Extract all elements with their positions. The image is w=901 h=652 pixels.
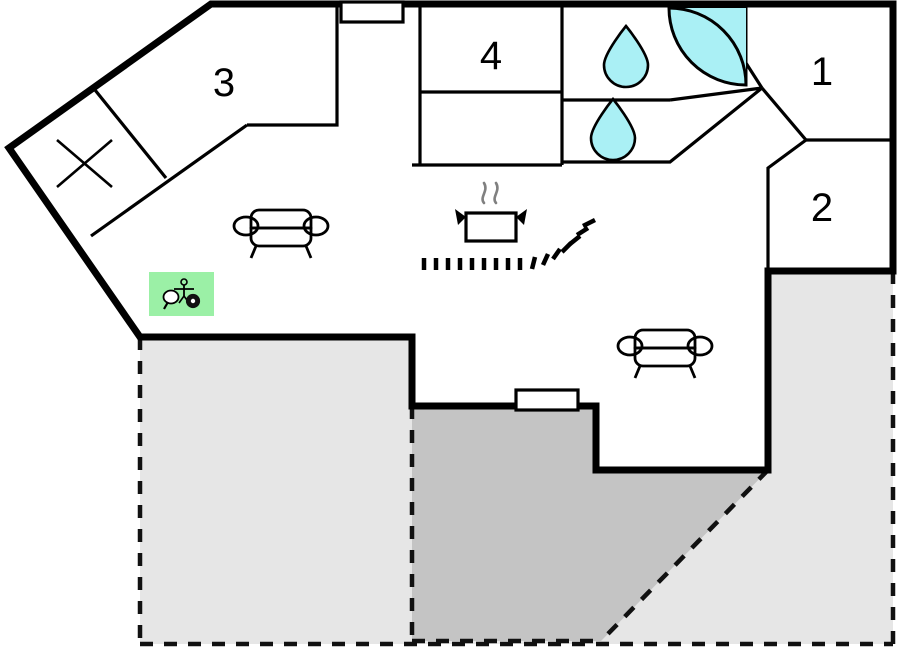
amenity-badge-background (149, 272, 214, 316)
room-label-1: 1 (811, 50, 833, 94)
wet-fixtures-group (589, 6, 748, 162)
room-label-2: 2 (811, 186, 833, 230)
sofa-icon-left (232, 208, 330, 259)
partition-bath-lower-right (669, 86, 763, 102)
exterior-wall-outline (4, 0, 897, 474)
cooking-pot-icon (455, 181, 527, 243)
partition-hall-diagonal (760, 86, 808, 142)
table-tennis-icon (162, 278, 201, 310)
interior-partitions (90, 4, 893, 271)
door-opening-top[interactable] (339, 0, 405, 24)
staircase-icon (421, 217, 597, 270)
interior-floor (9, 4, 893, 470)
recreation-amenity-badge[interactable] (149, 272, 214, 316)
room-label-3: 3 (213, 61, 235, 105)
room-label-4: 4 (480, 34, 502, 78)
partition-room2-left (766, 138, 807, 271)
interior-floor-group (9, 4, 893, 470)
void-cross-icon (56, 139, 113, 188)
partition-room3-right (247, 4, 339, 127)
door-group (339, 0, 580, 412)
water-drop-icon-upper (602, 23, 650, 89)
terrace-group (137, 271, 896, 647)
sofa-icon-right (616, 328, 714, 379)
terrace-dashed-boundary (137, 271, 896, 647)
door-opening-bottom[interactable] (514, 388, 580, 412)
terrace-area-dark (412, 406, 768, 641)
corner-bathtub-outline (668, 6, 748, 86)
partition-room3-bottom (90, 123, 248, 238)
corner-bathtub-icon-mirror (669, 8, 746, 85)
exterior-walls (4, 0, 897, 474)
partition-void-right (93, 88, 168, 180)
water-drop-icon-lower (589, 96, 637, 162)
partition-bath-diagonal (562, 86, 764, 164)
